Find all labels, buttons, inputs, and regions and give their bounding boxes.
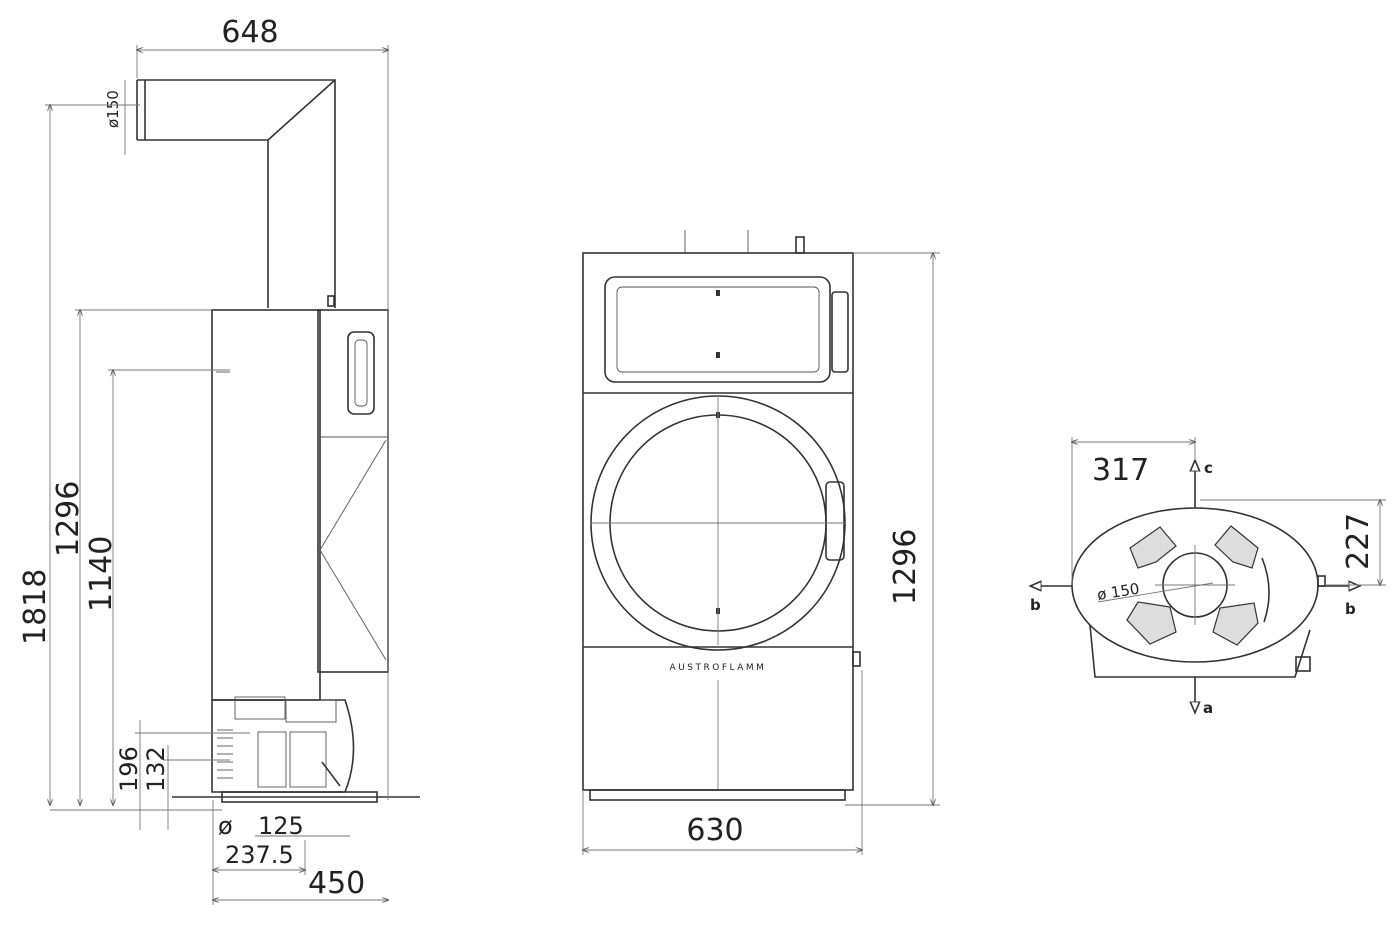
combustion-chamber-door	[590, 395, 846, 651]
dim-1296-front: 1296	[888, 529, 923, 605]
dim-125: 125	[258, 812, 304, 840]
dim-450: 450	[308, 866, 365, 901]
dim-630: 630	[686, 813, 743, 848]
diameter-symbol: ø	[218, 812, 233, 840]
top-compartment-door	[604, 276, 831, 383]
brand-logo: AUSTROFLAMM	[670, 663, 767, 673]
dim-1296-side: 1296	[51, 481, 86, 557]
stove-body-side	[211, 309, 389, 701]
axis-label-a: a	[1203, 699, 1213, 717]
side-view: 648 ø150 1818 1296 1140 196 132 ø 125 23…	[18, 15, 420, 905]
top-flue-diameter: ø 150	[1096, 580, 1141, 604]
dim-196: 196	[115, 746, 143, 792]
stove-base-side	[172, 696, 420, 803]
axis-label-c: c	[1204, 459, 1213, 477]
dim-648: 648	[221, 15, 278, 50]
dim-227: 227	[1341, 513, 1376, 570]
dim-317: 317	[1092, 453, 1149, 488]
dim-1818: 1818	[18, 569, 53, 645]
dim-flue-diameter: ø150	[104, 90, 122, 128]
axis-label-b-right: b	[1345, 600, 1356, 618]
vent-grille	[217, 729, 233, 779]
axis-label-b-left: b	[1030, 596, 1041, 614]
soapstone-plates	[1126, 525, 1259, 646]
front-view: AUSTROFLAMM 1296 630	[583, 230, 940, 855]
dim-237-5: 237.5	[225, 841, 294, 869]
dim-132: 132	[142, 746, 170, 792]
front-plinth	[589, 789, 846, 801]
top-view: ø 150 c a b b 317 227	[1030, 437, 1386, 717]
flue-pipe	[136, 79, 336, 308]
dim-1140: 1140	[84, 536, 119, 612]
